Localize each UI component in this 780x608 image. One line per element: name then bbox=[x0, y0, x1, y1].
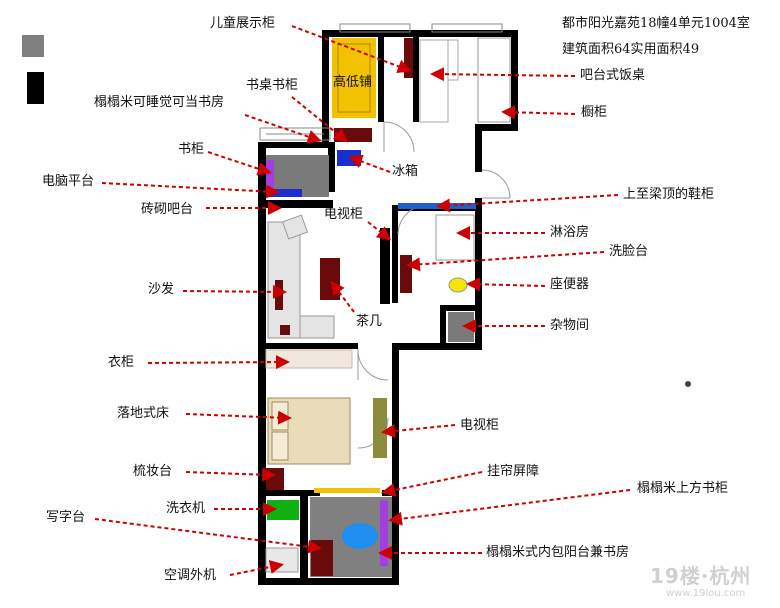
sofa-shape bbox=[267, 214, 335, 339]
washbasin-shape bbox=[400, 255, 412, 293]
label-bunk-bed: 高低铺 bbox=[333, 75, 373, 90]
legend-black-swatch bbox=[27, 72, 44, 104]
label-floor-bed: 落地式床 bbox=[117, 406, 170, 421]
label-tatami-balcony-study: 榻榻米式内包阳台兼书房 bbox=[486, 545, 630, 560]
writing-desk-shape bbox=[311, 540, 333, 576]
label-tatami-study: 榻榻米可睡觉可当书房 bbox=[94, 95, 225, 110]
label-toilet: 座便器 bbox=[550, 277, 590, 292]
children-cabinet-shape bbox=[404, 38, 413, 78]
label-shower: 淋浴房 bbox=[550, 225, 590, 240]
desk-bookcase-shape bbox=[334, 128, 372, 142]
label-dresser: 梳妆台 bbox=[133, 464, 173, 479]
label-tv-cabinet-2: 电视柜 bbox=[460, 418, 500, 433]
label-washbasin: 洗脸台 bbox=[609, 244, 649, 259]
coffee-table-shape bbox=[320, 258, 340, 300]
bar-table-shape bbox=[419, 39, 449, 123]
label-ac-unit: 空调外机 bbox=[164, 568, 217, 583]
tv-cabinet-2-shape bbox=[373, 398, 387, 458]
label-desk-bookcase: 书桌书柜 bbox=[246, 78, 299, 93]
legend-gray-swatch bbox=[22, 35, 44, 57]
computer-platform-shape bbox=[268, 189, 302, 197]
label-wardrobe: 衣柜 bbox=[108, 355, 135, 370]
label-bar-table: 吧台式饭桌 bbox=[580, 68, 646, 83]
watermark-logo: 19楼·杭州 bbox=[650, 564, 752, 588]
annotation-arrows bbox=[94, 25, 631, 576]
stray-dot bbox=[685, 381, 691, 387]
label-fridge: 冰箱 bbox=[392, 164, 419, 179]
label-shoe-cabinet: 上至梁顶的鞋柜 bbox=[623, 187, 715, 202]
bunk-bed-inner bbox=[337, 43, 371, 113]
fridge-shape bbox=[337, 150, 361, 166]
label-brick-bar: 砖砌吧台 bbox=[141, 202, 194, 217]
watermark-url: www.19lou.com bbox=[666, 588, 746, 599]
cupboard-shape bbox=[477, 37, 511, 123]
label-storage: 杂物间 bbox=[550, 318, 590, 333]
door-swings bbox=[357, 121, 511, 449]
shoe-cabinet-shape bbox=[398, 203, 476, 209]
label-writing-desk: 写字台 bbox=[46, 510, 86, 525]
area-subtitle: 建筑面积64实用面积49 bbox=[562, 42, 700, 57]
label-washing-machine: 洗衣机 bbox=[166, 501, 206, 516]
bunk-bed-shape bbox=[332, 38, 376, 118]
label-children-cabinet: 儿童展示柜 bbox=[210, 16, 276, 31]
bed-shape bbox=[267, 397, 351, 465]
label-curtain-screen: 挂帘屏障 bbox=[487, 464, 540, 479]
tatami-blue-mat bbox=[342, 523, 378, 549]
storage-shape bbox=[448, 312, 474, 342]
toilet-shape bbox=[448, 277, 468, 293]
tatami-upper-bookcase-shape bbox=[380, 500, 388, 566]
curtain-screen-shape bbox=[314, 488, 380, 493]
label-bookcase: 书柜 bbox=[178, 142, 205, 157]
balcony-window bbox=[259, 127, 331, 141]
ac-unit-shape bbox=[265, 547, 299, 573]
label-tv-cabinet-1: 电视柜 bbox=[324, 207, 364, 222]
shower-shape bbox=[435, 214, 475, 261]
dresser-shape bbox=[266, 468, 284, 490]
wardrobe-shape bbox=[265, 349, 353, 369]
tv-cabinet-1-shape bbox=[380, 228, 390, 304]
bar-table-accent bbox=[447, 39, 459, 81]
label-sofa: 沙发 bbox=[148, 282, 175, 297]
address-title: 都市阳光嘉苑18幢4单元1004室 bbox=[562, 16, 750, 31]
label-tatami-upper-bookcase: 榻榻米上方书柜 bbox=[637, 481, 729, 496]
label-cupboard: 橱柜 bbox=[581, 105, 608, 120]
label-coffee-table: 茶几 bbox=[356, 314, 383, 329]
bookcase-shape bbox=[266, 160, 274, 192]
kitchen-window bbox=[339, 23, 503, 33]
label-computer-platform: 电脑平台 bbox=[42, 174, 95, 189]
